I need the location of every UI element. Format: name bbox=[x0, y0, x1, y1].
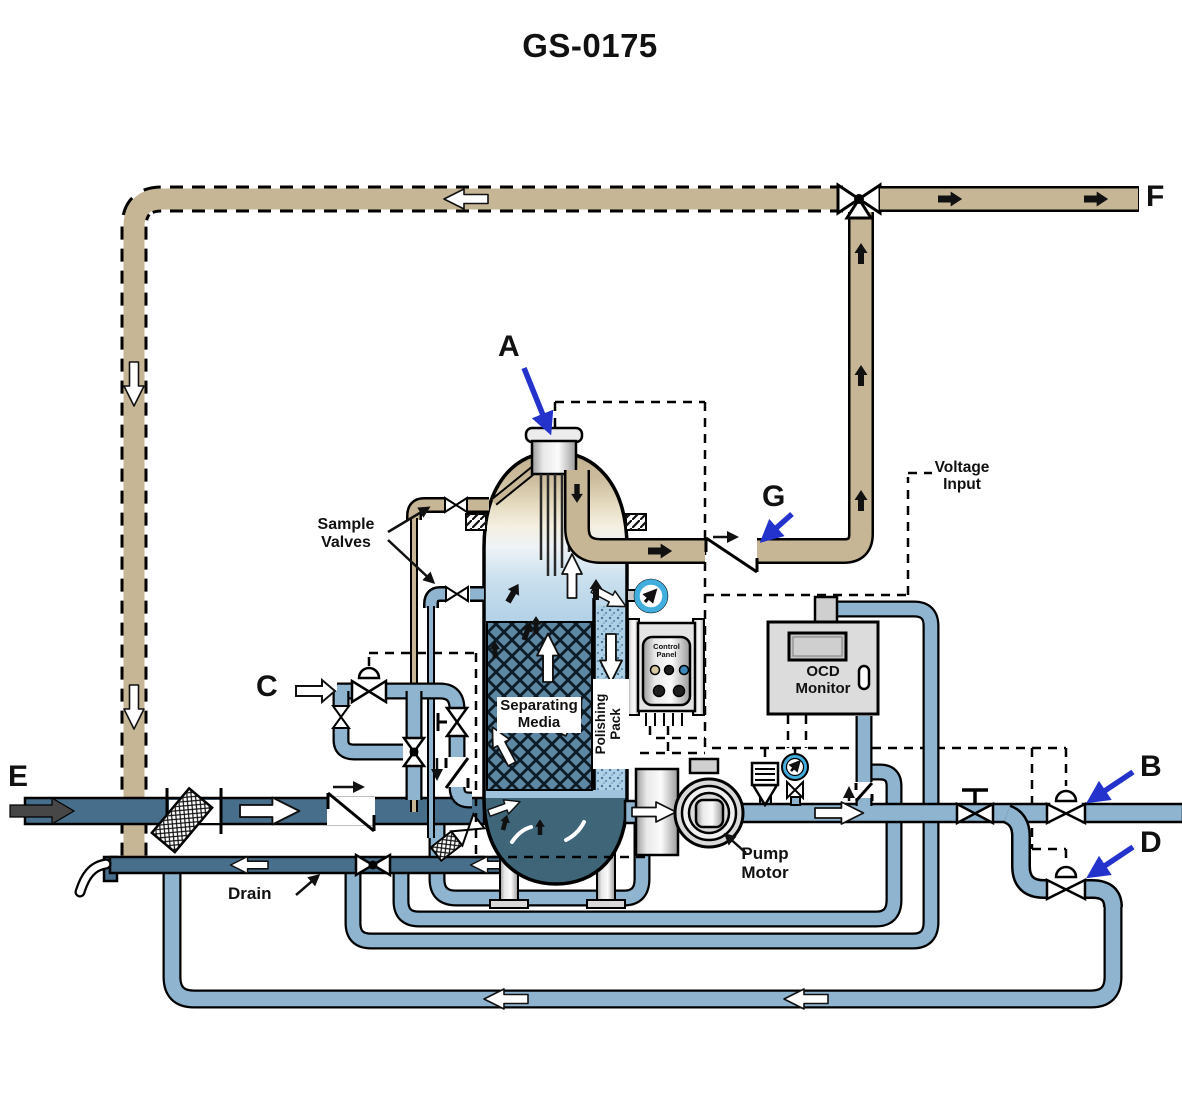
callout-arrow-g-icon bbox=[759, 511, 794, 543]
manual-valve-icon bbox=[955, 788, 995, 826]
separating-media-label: Separating Media bbox=[497, 697, 581, 733]
callout-c: C bbox=[256, 670, 278, 703]
panel-button-icon bbox=[678, 664, 690, 676]
callout-g: G bbox=[762, 480, 786, 513]
discharge-gauge-icon bbox=[781, 753, 809, 806]
electrical-dashed-wiring bbox=[474, 653, 650, 859]
callout-arrow-b-icon bbox=[1086, 769, 1135, 804]
flow-arrow-c-icon bbox=[295, 677, 337, 705]
actuated-valve-c-icon bbox=[350, 666, 388, 705]
recycle-branch-d bbox=[1003, 804, 1123, 908]
check-valve-icon bbox=[444, 757, 470, 789]
drain-label: Drain bbox=[228, 884, 272, 903]
manual-valve-icon bbox=[331, 705, 351, 729]
panel-button-icon bbox=[672, 684, 686, 698]
ocd-sample-riser bbox=[842, 716, 874, 806]
inlet-strainer-icon bbox=[150, 786, 214, 854]
ocd-monitor-label: OCD Monitor bbox=[795, 663, 851, 697]
pump-icon bbox=[673, 777, 745, 849]
sample-valve-icon bbox=[444, 496, 469, 603]
panel-button-icon bbox=[652, 684, 666, 698]
ocd-monitor-box bbox=[766, 595, 880, 716]
callout-e: E bbox=[8, 760, 29, 793]
callout-arrow-d-icon bbox=[1086, 844, 1135, 879]
recirculation-loops bbox=[162, 600, 1123, 1010]
actuated-valve-d-icon bbox=[1045, 865, 1087, 902]
shutoff-valve-icon bbox=[401, 736, 427, 768]
label-pointer-arrows bbox=[295, 506, 747, 896]
blowdown-valve-icon bbox=[429, 812, 487, 863]
drain-line bbox=[74, 852, 562, 898]
three-way-valve-icon bbox=[836, 182, 882, 220]
actuated-valve-b-icon bbox=[1045, 789, 1087, 826]
diagram-title: GS-0175 bbox=[522, 27, 658, 64]
oil-probe bbox=[491, 426, 584, 576]
backflush-assembly-c bbox=[295, 666, 472, 809]
inlet-line-e bbox=[9, 780, 486, 854]
pressure-gauge-icon bbox=[626, 578, 669, 614]
sample-valves-label: Sample Valves bbox=[317, 516, 375, 551]
callout-f: F bbox=[1146, 180, 1165, 213]
callout-d: D bbox=[1140, 826, 1162, 859]
vessel-flow-arrows bbox=[483, 553, 631, 844]
globe-valve-icon bbox=[436, 706, 470, 738]
panel-button-icon bbox=[649, 664, 661, 676]
relief-valve-icon bbox=[750, 761, 780, 808]
vapor-return-pipe bbox=[120, 185, 843, 858]
control-panel-label: Control Panel bbox=[653, 642, 680, 660]
polishing-pack-label: Polishing Pack bbox=[593, 679, 629, 769]
callout-a: A bbox=[498, 330, 520, 363]
pump-motor-label: Pump Motor bbox=[741, 844, 789, 883]
callout-arrow-a-icon bbox=[521, 366, 554, 436]
check-valve-g-icon bbox=[704, 536, 759, 574]
flow-arrow-dark-icon bbox=[9, 796, 76, 826]
panel-button-icon bbox=[663, 664, 675, 676]
gas-piping bbox=[564, 182, 1139, 574]
check-valve-icon bbox=[326, 791, 376, 833]
control-panel-box bbox=[627, 618, 705, 726]
voltage-input-label: Voltage Input bbox=[934, 459, 990, 494]
electrical-dashed-wiring bbox=[367, 400, 1068, 862]
drain-valve-icon bbox=[354, 852, 392, 878]
ocd-handle-icon bbox=[857, 664, 871, 691]
callout-arrows-blue bbox=[521, 366, 1135, 879]
pump-and-discharge bbox=[623, 716, 1182, 908]
callout-b: B bbox=[1140, 750, 1162, 783]
